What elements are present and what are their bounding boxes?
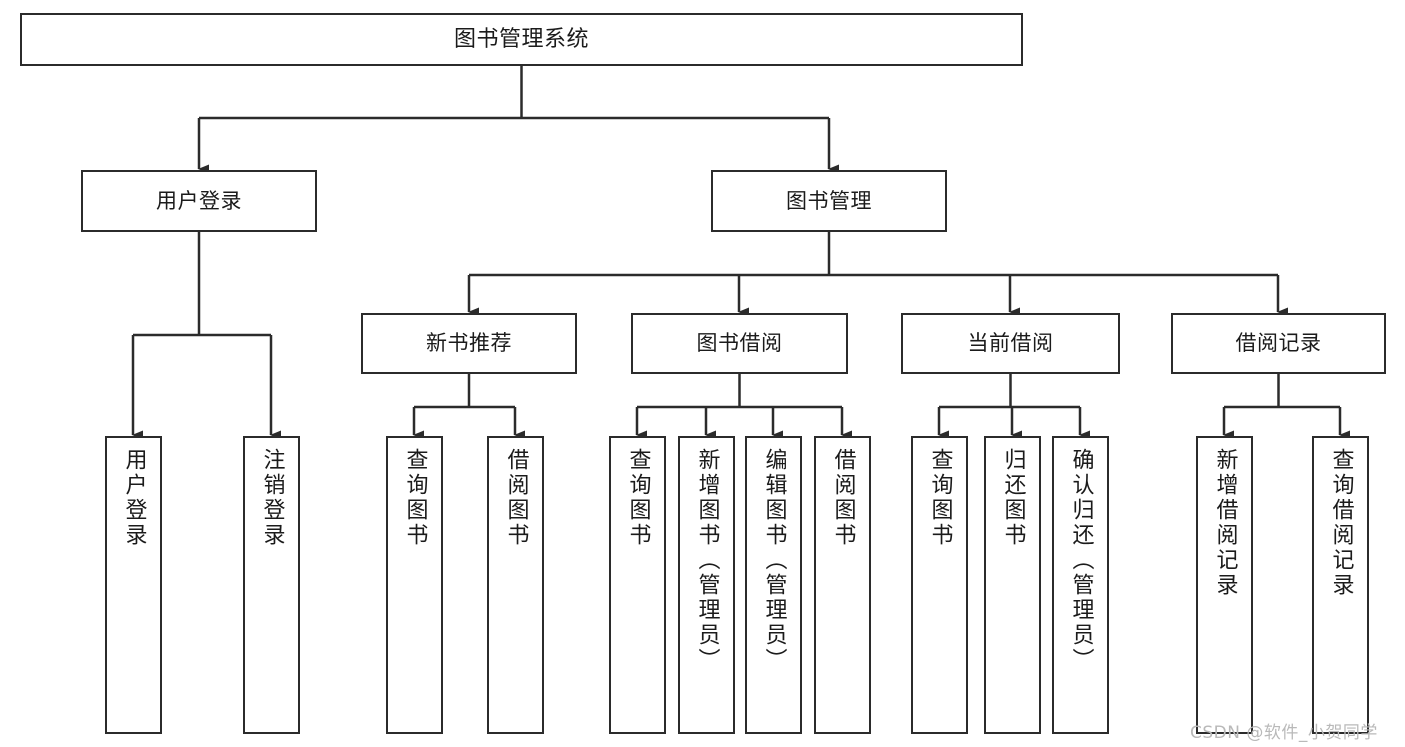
node-book-borrow[interactable]: 图书借阅 (631, 313, 848, 374)
node-label: 借阅图书 (503, 448, 529, 548)
node-leaf-add-book-admin[interactable]: 新增图书（管理员） (678, 436, 735, 734)
node-label: 图书借阅 (696, 331, 783, 356)
node-label: 图书管理 (786, 188, 872, 213)
node-borrow-record[interactable]: 借阅记录 (1171, 313, 1386, 374)
node-label: 新书推荐 (426, 331, 512, 356)
node-leaf-confirm-return-admin[interactable]: 确认归还（管理员） (1052, 436, 1109, 734)
node-current-borrow[interactable]: 当前借阅 (901, 313, 1120, 374)
node-leaf-query-book-recommend[interactable]: 查询图书 (386, 436, 443, 734)
node-leaf-return-book[interactable]: 归还图书 (984, 436, 1041, 734)
node-leaf-borrow-book-recommend[interactable]: 借阅图书 (487, 436, 544, 734)
node-user-login[interactable]: 用户登录 (81, 170, 317, 232)
node-label: 注销登录 (259, 448, 285, 548)
node-leaf-query-book-current[interactable]: 查询图书 (911, 436, 968, 734)
node-label: 用户登录 (121, 448, 147, 548)
node-new-book-recommend[interactable]: 新书推荐 (361, 313, 577, 374)
edge-layer (131, 66, 1350, 440)
node-leaf-borrow-book[interactable]: 借阅图书 (814, 436, 871, 734)
node-label: 图书管理系统 (453, 26, 589, 52)
node-label: 当前借阅 (967, 331, 1054, 356)
node-label: 借阅记录 (1235, 331, 1322, 356)
node-label: 查询借阅记录 (1328, 448, 1354, 598)
node-label: 查询图书 (927, 448, 953, 548)
node-leaf-user-login[interactable]: 用户登录 (105, 436, 162, 734)
node-root-图书管理系统[interactable]: 图书管理系统 (20, 13, 1023, 66)
node-leaf-add-borrow-record[interactable]: 新增借阅记录 (1196, 436, 1253, 734)
node-book-manage[interactable]: 图书管理 (711, 170, 947, 232)
node-label: 新增图书（管理员） (694, 448, 720, 673)
node-label: 确认归还（管理员） (1068, 448, 1094, 673)
watermark-label: CSDN @软件_小贺同学 (1190, 723, 1378, 743)
node-label: 查询图书 (625, 448, 651, 548)
node-label: 归还图书 (1000, 448, 1026, 548)
node-leaf-query-borrow-record[interactable]: 查询借阅记录 (1312, 436, 1369, 734)
node-leaf-edit-book-admin[interactable]: 编辑图书（管理员） (745, 436, 802, 734)
node-label: 借阅图书 (830, 448, 856, 548)
node-leaf-logout-login[interactable]: 注销登录 (243, 436, 300, 734)
node-label: 编辑图书（管理员） (761, 448, 787, 673)
node-label: 用户登录 (156, 188, 242, 213)
node-label: 查询图书 (402, 448, 428, 548)
node-label: 新增借阅记录 (1212, 448, 1238, 598)
node-leaf-query-book-borrow[interactable]: 查询图书 (609, 436, 666, 734)
